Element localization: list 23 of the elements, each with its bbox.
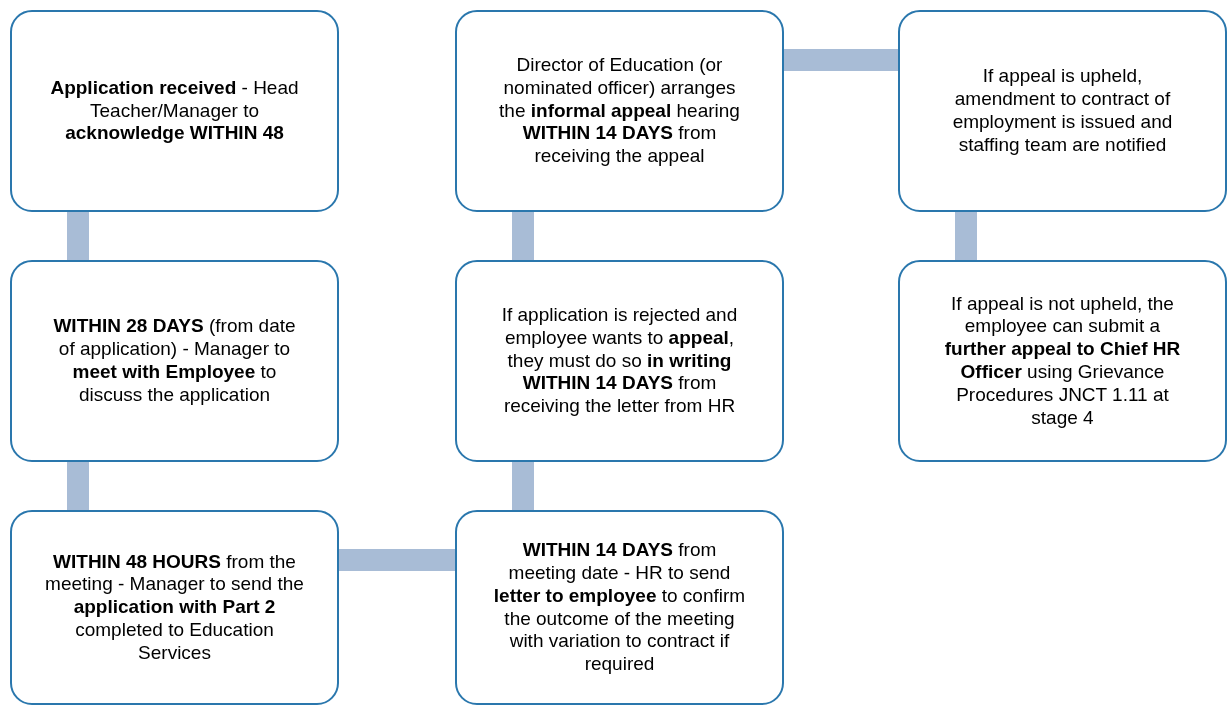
connector-bar xyxy=(955,212,977,260)
connector-bar xyxy=(512,212,534,260)
process-box xyxy=(10,10,339,212)
step-text: If appeal is upheld, amendment to contract of employment is issued and staffing team are notified xyxy=(951,65,1174,157)
step-text: If appeal is not upheld, the employee can submit a further appeal to Chief HR Officer using Grievance Procedures JNCT 1.11 at stage 4 xyxy=(943,292,1182,430)
step-text: WITHIN 28 DAYS (from date of application) - Manager to meet with Employee to discuss the application xyxy=(52,315,297,407)
step-text: WITHIN 14 DAYS from meeting date - HR to send letter to employee to confirm the outcome of the meeting with variation to contract if required xyxy=(492,539,747,676)
process-box xyxy=(455,10,784,212)
step-text: Application received - Head Teacher/Manager to acknowledge WITHIN 48 xyxy=(49,76,300,146)
connector-bar xyxy=(67,462,89,510)
connector-bar xyxy=(784,49,898,71)
process-box xyxy=(898,10,1227,212)
step-text: If application is rejected and employee wants to appeal, they must do so in writing WITHIN 14 DAYS from receiving the letter from HR xyxy=(500,304,739,418)
step-text: Director of Education (or nominated officer) arranges the informal appeal hearing WITHIN 14 DAYS from receiving the appeal xyxy=(498,54,741,168)
connector-bar xyxy=(67,212,89,260)
step-text: WITHIN 48 HOURS from the meeting - Manager to send the application with Part 2 completed to Education Services xyxy=(44,550,305,665)
process-box xyxy=(455,260,784,462)
connector-bar xyxy=(339,549,455,571)
process-box xyxy=(455,510,784,705)
process-box xyxy=(10,510,339,705)
process-box xyxy=(898,260,1227,462)
connector-bar xyxy=(512,462,534,510)
process-box xyxy=(10,260,339,462)
